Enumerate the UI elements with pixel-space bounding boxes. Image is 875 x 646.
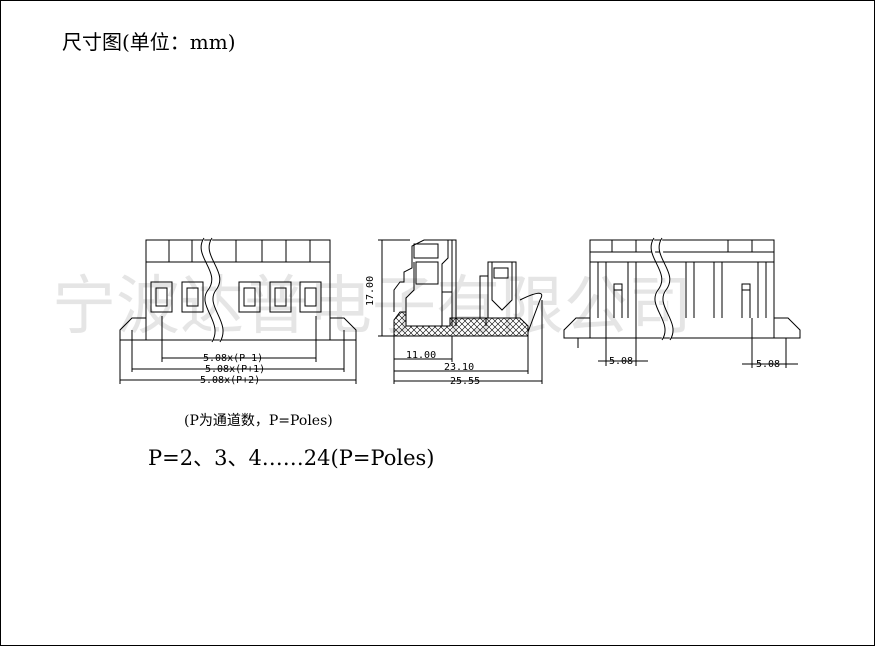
side-view [378, 239, 543, 384]
side-dim-11: 11.00 [406, 350, 436, 361]
front-dim-pitch-minus: 5.08x(P-1) [203, 353, 263, 364]
front-view [119, 237, 357, 384]
front-dim-pitch-plus: 5.08x(P+1) [205, 364, 265, 375]
poles-note: (P为通道数，P=Poles) [184, 413, 333, 429]
back-view [563, 237, 801, 368]
poles-range: P=2、3、4……24(P=Poles) [148, 446, 435, 470]
front-dim-overall: 5.08x(P+2) [200, 375, 260, 386]
drawing-title: 尺寸图(单位：mm) [62, 30, 236, 54]
side-dim-23: 23.10 [444, 362, 474, 373]
side-dim-25: 25.55 [450, 376, 480, 387]
back-dim-pitch-left: 5.08 [609, 356, 633, 367]
back-dim-pitch-right: 5.08 [756, 359, 780, 370]
side-dim-height: 17.00 [365, 276, 376, 306]
